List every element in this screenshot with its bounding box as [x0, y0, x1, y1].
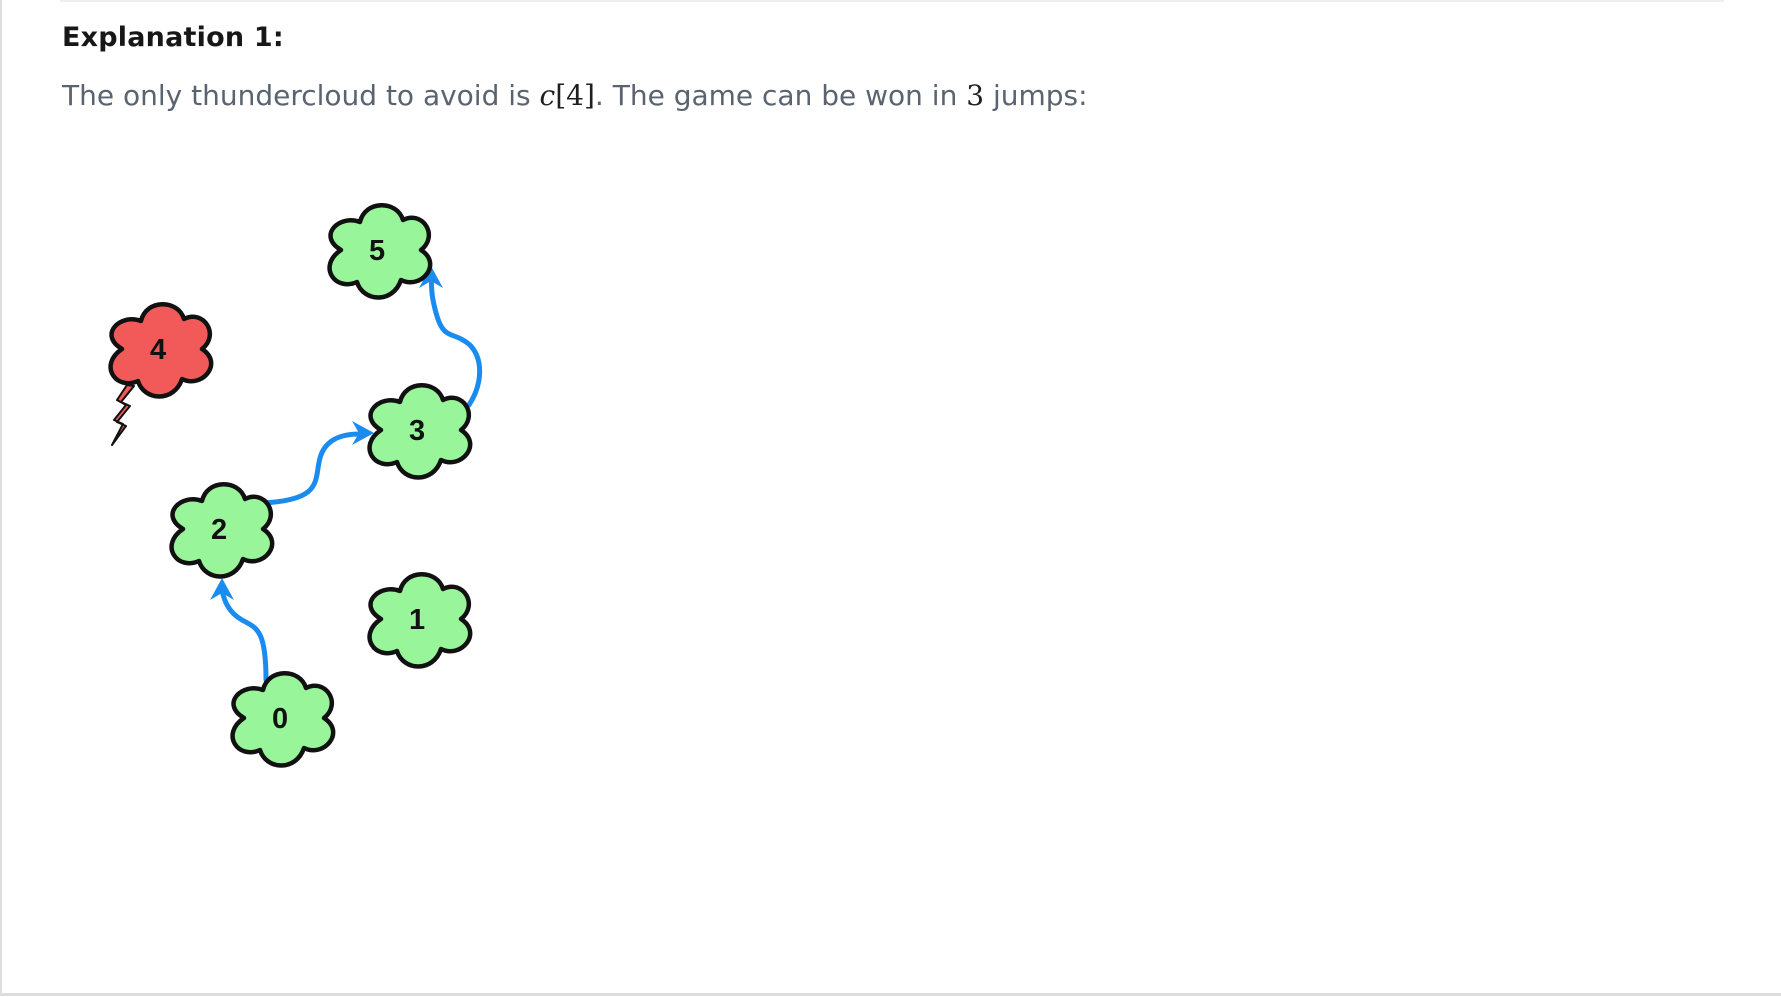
jump-arrow-line — [219, 587, 269, 683]
jump-arrows — [210, 266, 483, 683]
cloud-label: 2 — [211, 514, 227, 546]
jump-arrow-line — [259, 431, 363, 506]
cloud-label: 4 — [150, 334, 166, 366]
clouds: 0 1 2 3 4 5 — [111, 205, 471, 765]
cloud-label: 5 — [369, 235, 385, 267]
jump-arrow-3-to-5 — [419, 266, 483, 408]
jump-arrow-2-to-3 — [259, 421, 374, 506]
jump-arrow-0-to-2 — [210, 578, 269, 683]
divider — [60, 0, 1724, 2]
sentence-start: The only thundercloud to avoid is — [62, 79, 540, 112]
arrowhead-icon — [210, 578, 234, 600]
lightning-bolt-icon — [111, 384, 135, 446]
cloud-label: 1 — [409, 604, 425, 636]
explanation-text: The only thundercloud to avoid is c[4]. … — [62, 76, 1088, 116]
sentence-middle: . The game can be won in — [594, 79, 967, 112]
sentence-end: jumps: — [984, 79, 1088, 112]
math-open-bracket: [ — [555, 79, 567, 112]
math-index: 4 — [566, 79, 584, 112]
cloud-label: 0 — [272, 703, 288, 735]
arrowhead-icon — [352, 421, 374, 445]
math-close-bracket: ] — [583, 79, 595, 112]
explanation-heading: Explanation 1: — [62, 22, 284, 53]
cloud-0: 0 — [233, 673, 334, 765]
math-variable: c — [539, 79, 556, 112]
jump-count: 3 — [966, 79, 985, 112]
cloud-2: 2 — [172, 484, 273, 576]
cloud-label: 3 — [409, 415, 425, 447]
cloud-3: 3 — [370, 385, 471, 477]
jump-arrow-line — [428, 277, 483, 408]
cloud-5: 5 — [330, 205, 431, 297]
cloud-1: 1 — [370, 574, 471, 666]
arrowhead-icon — [419, 266, 443, 288]
thundercloud-4: 4 — [111, 304, 212, 396]
math-expression: c[4] — [540, 79, 595, 112]
